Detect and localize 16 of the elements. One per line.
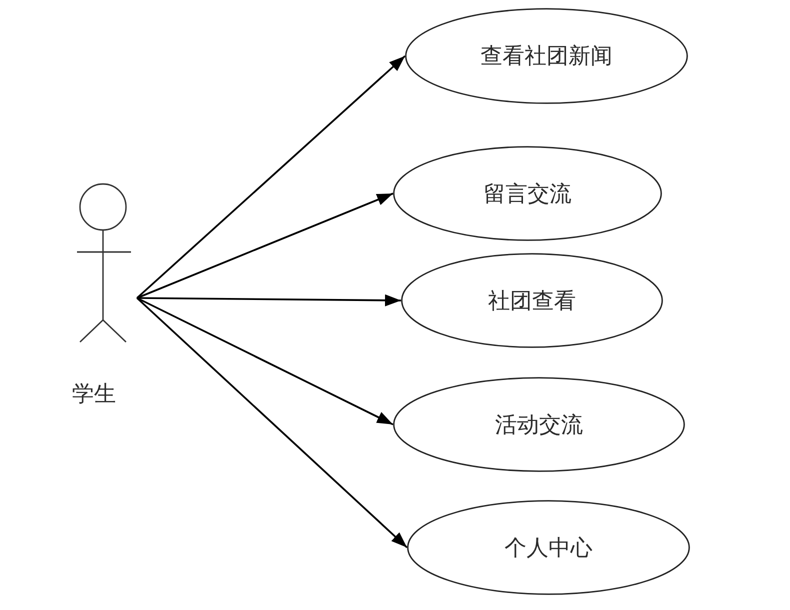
arrow: [136, 297, 394, 426]
use-case-ellipse: [393, 377, 685, 472]
use-case-label: 查看社团新闻: [480, 43, 614, 71]
use-case-ellipse: [405, 8, 688, 104]
use-case-ellipse: [407, 500, 690, 595]
actor-label: 学生: [72, 381, 116, 409]
use-case-label: 个人中心: [504, 534, 594, 562]
arrow: [136, 192, 394, 299]
use-case-label: 活动交流: [494, 412, 584, 440]
arrow: [136, 297, 408, 548]
arrow: [137, 294, 401, 306]
arrow: [136, 55, 406, 299]
use-case-ellipse: [393, 146, 662, 241]
use-case-label: 社团查看: [487, 288, 577, 316]
use-case-label: 留言交流: [482, 180, 572, 208]
use-case-ellipse: [401, 253, 663, 348]
